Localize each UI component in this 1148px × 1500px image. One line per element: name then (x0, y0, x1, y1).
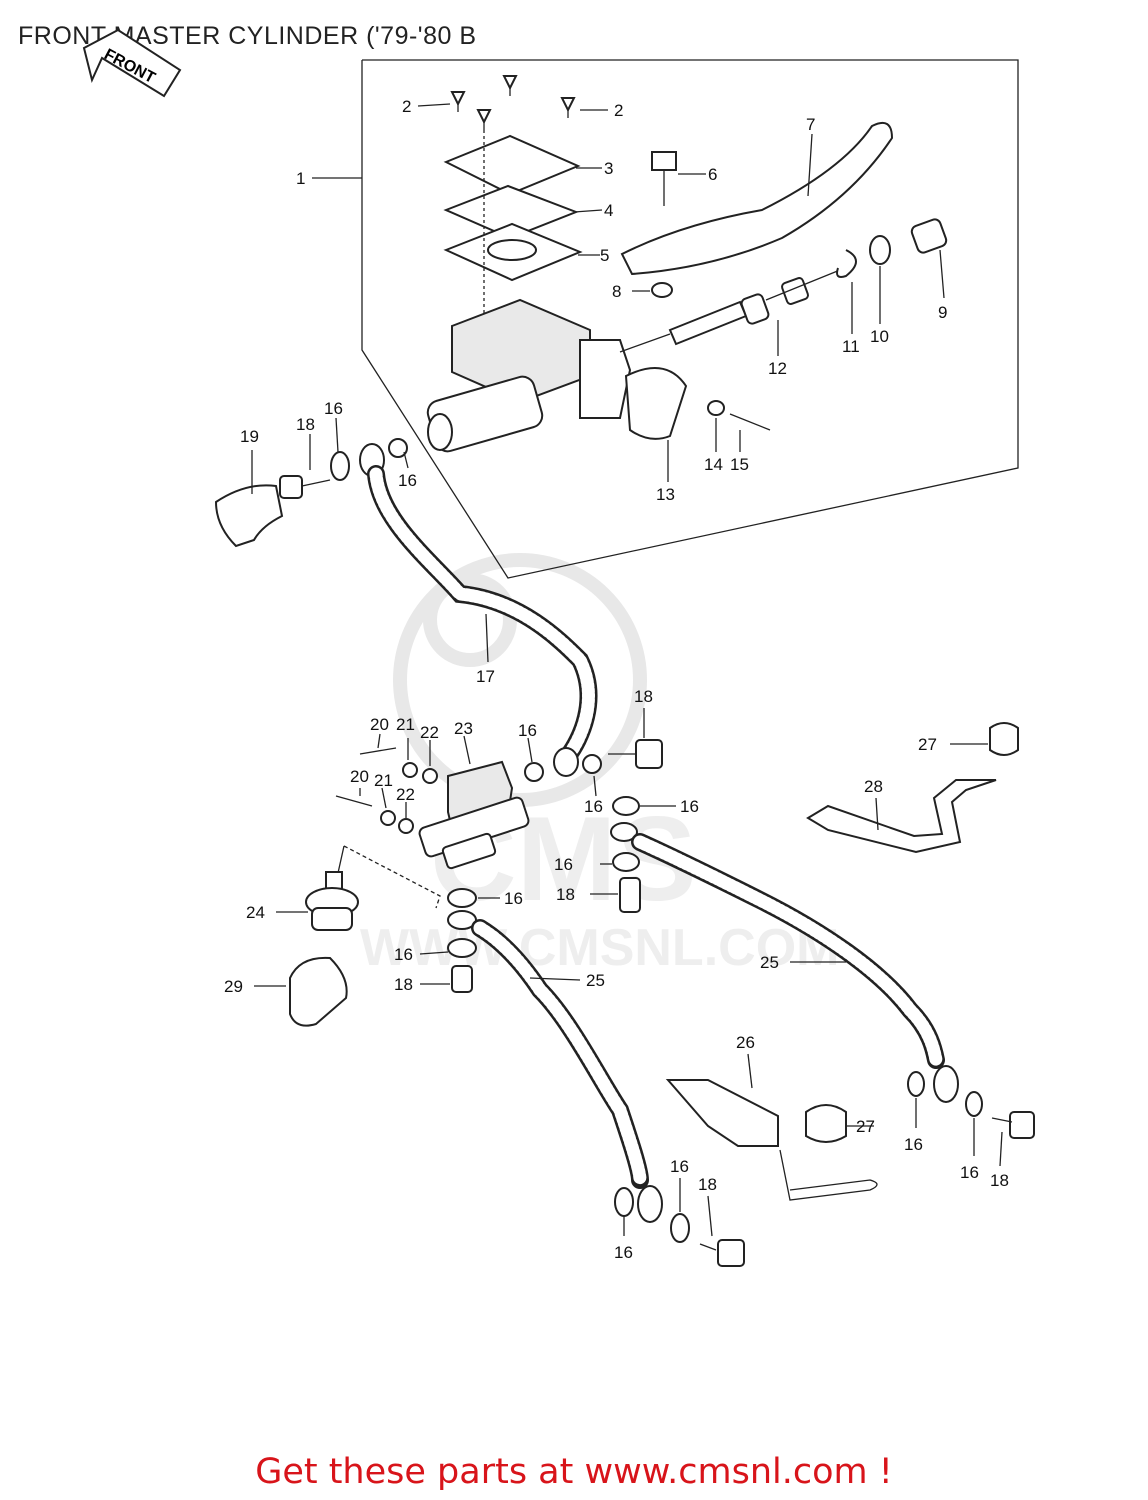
callout-16: 16 (504, 889, 523, 908)
callout-16: 16 (584, 797, 603, 816)
callout-25: 25 (586, 971, 605, 990)
callout-11: 11 (842, 337, 860, 356)
callout-14: 14 (704, 455, 723, 474)
callout-18: 18 (556, 885, 575, 904)
callout-4: 4 (604, 201, 613, 220)
grommet-lower (805, 1104, 847, 1143)
parts-diagram: CMS WWW.CMSNL.COM FRONT (82, 28, 1035, 1267)
callout-18: 18 (990, 1171, 1009, 1190)
switch-cap (289, 956, 348, 1027)
callout-18: 18 (296, 415, 315, 434)
brake-lever (620, 122, 894, 276)
callout-16: 16 (324, 399, 343, 418)
callout-27: 27 (918, 735, 937, 754)
reservoir-screws (450, 75, 576, 130)
callout-19: 19 (240, 427, 259, 446)
callout-8: 8 (612, 282, 621, 301)
callout-20: 20 (370, 715, 389, 734)
callout-24: 24 (246, 903, 265, 922)
hose-bracket-lower (665, 1079, 779, 1147)
callout-1: 1 (296, 169, 305, 188)
callout-7: 7 (806, 115, 815, 134)
callout-12: 12 (768, 359, 787, 378)
callout-10: 10 (870, 327, 889, 346)
callout-15: 15 (730, 455, 749, 474)
callout-25: 25 (760, 953, 779, 972)
rubber-cap (214, 484, 284, 548)
footer-link[interactable]: Get these parts at www.cmsnl.com ! (255, 1452, 893, 1492)
callout-16: 16 (394, 945, 413, 964)
front-arrow-icon: FRONT (82, 28, 182, 98)
callout-16: 16 (904, 1135, 923, 1154)
pivot-bolt (651, 151, 677, 171)
callout-13: 13 (656, 485, 675, 504)
hose-bracket-upper (806, 779, 997, 854)
callout-18: 18 (394, 975, 413, 994)
callout-18: 18 (698, 1175, 717, 1194)
seal-8 (651, 282, 673, 298)
callout-5: 5 (600, 246, 609, 265)
master-cylinder-body (426, 298, 632, 453)
callout-6: 6 (708, 165, 717, 184)
grommet-upper (989, 722, 1019, 756)
callout-16: 16 (960, 1163, 979, 1182)
callout-21: 21 (374, 771, 393, 790)
brake-junction (418, 760, 530, 870)
callout-16: 16 (518, 721, 537, 740)
assembly-outline (361, 59, 1019, 579)
callout-23: 23 (454, 719, 473, 738)
watermark-text: WWW.CMSNL.COM (360, 919, 839, 977)
brake-light-switch (305, 871, 359, 931)
callout-20: 20 (350, 767, 369, 786)
callout-3: 3 (604, 159, 613, 178)
callout-16: 16 (554, 855, 573, 874)
callout-22: 22 (396, 785, 415, 804)
callout-2: 2 (614, 101, 623, 120)
callout-27: 27 (856, 1117, 875, 1136)
callout-16: 16 (398, 471, 417, 490)
callout-26: 26 (736, 1033, 755, 1052)
callout-22: 22 (420, 723, 439, 742)
clamp (624, 367, 688, 440)
reservoir-cap (443, 134, 581, 196)
callout-17: 17 (476, 667, 495, 686)
callout-28: 28 (864, 777, 883, 796)
callout-labels: 1 2 2 3 4 5 6 7 8 9 10 11 12 13 14 15 16… (224, 97, 1009, 1262)
callout-9: 9 (938, 303, 947, 322)
callout-16: 16 (670, 1157, 689, 1176)
callout-18: 18 (634, 687, 653, 706)
callout-2: 2 (402, 97, 411, 116)
callout-21: 21 (396, 715, 415, 734)
callout-16: 16 (680, 797, 699, 816)
callout-29: 29 (224, 977, 243, 996)
piston-assembly (619, 218, 948, 353)
callout-16: 16 (614, 1243, 633, 1262)
